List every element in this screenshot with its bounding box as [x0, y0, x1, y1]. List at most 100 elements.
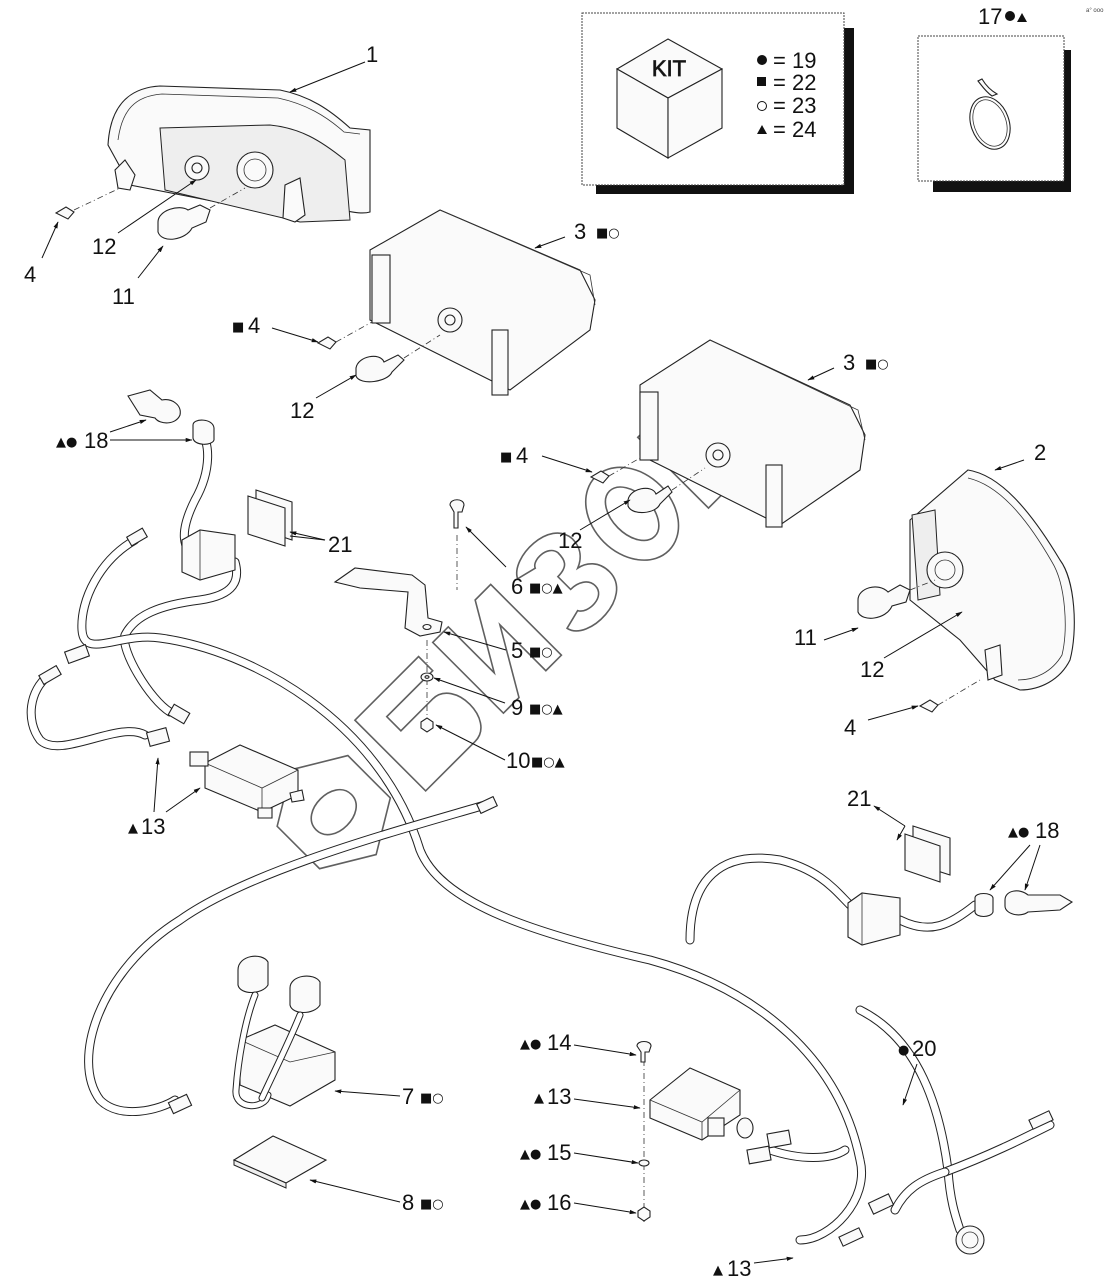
junction-box — [847, 892, 901, 946]
callout-number: 4 — [516, 443, 528, 468]
callout-symbols: ▲ — [534, 1091, 544, 1106]
lamp-2-rear-right — [857, 469, 1075, 713]
screw-icon — [589, 470, 610, 484]
boot-icon — [974, 892, 994, 918]
callout-symbols: ■○ — [420, 1197, 444, 1212]
callout-9: 9 ■○▲ — [511, 695, 563, 720]
callout-number: 10 — [506, 748, 530, 773]
socket-icon — [184, 155, 210, 181]
halogen-bulb-icon — [1004, 890, 1074, 916]
lamp-1-rear-left — [54, 85, 371, 240]
callout-2: 2 — [1034, 440, 1046, 465]
callout-symbols: ▲ — [713, 1263, 723, 1278]
kit-legend-entry: = 24 — [757, 117, 816, 142]
callout-number: 17 — [978, 4, 1002, 29]
bulb-port-icon — [236, 151, 274, 189]
callout-12-lamp3-lower: 12 — [558, 528, 582, 553]
callout-12-lamp3-upper: 12 — [290, 398, 314, 423]
connector-icon — [746, 1145, 772, 1165]
callout-number: 2 — [1034, 440, 1046, 465]
callout-number: 13 — [141, 814, 165, 839]
connector-icon — [38, 664, 62, 686]
callout-labels: 1 2 3 ■○ 3 ■○ 4 ■ 4 ■ 4 4 5 ■○ 6 ■○▲ 7 — [24, 42, 1059, 1281]
cable-tie-icon — [969, 96, 1011, 150]
callout-symbols: ■ — [232, 320, 244, 335]
callout-number: 12 — [558, 528, 582, 553]
relay-module-right — [636, 1040, 754, 1225]
connector-icon — [475, 795, 499, 815]
callout-number: 4 — [248, 313, 260, 338]
callout-11-right: 11 — [794, 625, 817, 650]
callout-21-left: 21 — [328, 532, 352, 557]
callout-16: ▲● 16 — [520, 1190, 571, 1215]
filled-circle-icon — [757, 55, 767, 65]
callout-number: 20 — [912, 1036, 936, 1061]
connector-icon — [867, 1193, 895, 1215]
callout-number: 18 — [1035, 818, 1059, 843]
callout-18-right: ▲● 18 — [1008, 818, 1059, 843]
washer-icon — [638, 1159, 650, 1167]
callout-number: 15 — [547, 1140, 571, 1165]
callout-number: 13 — [727, 1256, 751, 1281]
callout-number: 3 — [843, 350, 855, 375]
callout-number: 11 — [112, 284, 135, 309]
callout-number: 12 — [290, 398, 314, 423]
nut-icon — [420, 717, 434, 733]
callout-symbols: ■○▲ — [529, 581, 563, 596]
callout-number: 4 — [844, 715, 856, 740]
inset-17-cable-tie: 17 a° ooo — [917, 4, 1104, 192]
callout-8: 8 ■○ — [402, 1190, 444, 1215]
callout-7: 7 ■○ — [402, 1084, 444, 1109]
washer-icon — [420, 672, 434, 682]
label-cards-left — [247, 489, 293, 547]
kit-legend: KIT = 19 = 22 = 23 = 24 — [581, 12, 854, 194]
kit-legend-value: = 23 — [773, 93, 816, 118]
callout-number: 4 — [24, 262, 36, 287]
callout-number: 3 — [574, 219, 586, 244]
bulb-icon — [857, 584, 911, 619]
corner-mark: a° ooo — [1086, 8, 1104, 14]
callout-13-right: ▲ 13 — [534, 1084, 571, 1109]
halogen-bulb-icon — [127, 389, 181, 424]
junction-box — [181, 529, 236, 581]
filled-circle-icon — [1005, 11, 1015, 21]
label-cards-right — [904, 825, 951, 883]
callout-number: 16 — [547, 1190, 571, 1215]
callout-4-lamp3-lower: ■ 4 — [500, 443, 528, 468]
callout-20: ● 20 — [898, 1036, 936, 1061]
callout-1: 1 — [366, 42, 378, 67]
lamp-3-work-lower — [589, 339, 866, 528]
callout-13-bottom: ▲ 13 — [713, 1256, 751, 1281]
bolt-icon — [636, 1040, 652, 1063]
callout-3-lower: 3 ■○ — [843, 350, 889, 375]
callout-number: 11 — [794, 625, 817, 650]
pad-icon — [232, 1135, 328, 1184]
callout-symbols: ■○ — [596, 226, 620, 241]
callout-4-lamp2: 4 — [844, 715, 856, 740]
relay-7-assembly — [232, 955, 336, 1189]
screw-icon — [918, 699, 939, 713]
callout-symbols: ▲● — [1008, 825, 1029, 840]
callout-11-left: 11 — [112, 284, 135, 309]
socket-icon — [437, 307, 463, 333]
connector-icon — [125, 527, 149, 547]
bracket-icon — [333, 567, 443, 637]
callout-number: 6 — [511, 574, 523, 599]
connector-icon — [838, 1227, 864, 1247]
connector-icon — [63, 643, 91, 665]
boot-icon — [237, 955, 269, 994]
callout-4-lamp3-upper: ■ 4 — [232, 313, 260, 338]
callout-5: 5 ■○ — [511, 638, 553, 663]
callout-18-left: ▲● 18 — [56, 428, 108, 453]
callout-number: 7 — [402, 1084, 414, 1109]
relay-module-left — [189, 744, 305, 819]
lamp-3-work-upper — [316, 209, 596, 396]
bolt-icon — [449, 499, 465, 529]
callout-symbols: ■○▲ — [529, 702, 563, 717]
bulb-port-icon — [926, 551, 964, 589]
callout-symbols: ▲● — [520, 1197, 541, 1212]
screw-icon — [316, 336, 337, 350]
connector-icon — [766, 1129, 792, 1149]
callout-number: 12 — [860, 657, 884, 682]
callout-number: 12 — [92, 234, 116, 259]
